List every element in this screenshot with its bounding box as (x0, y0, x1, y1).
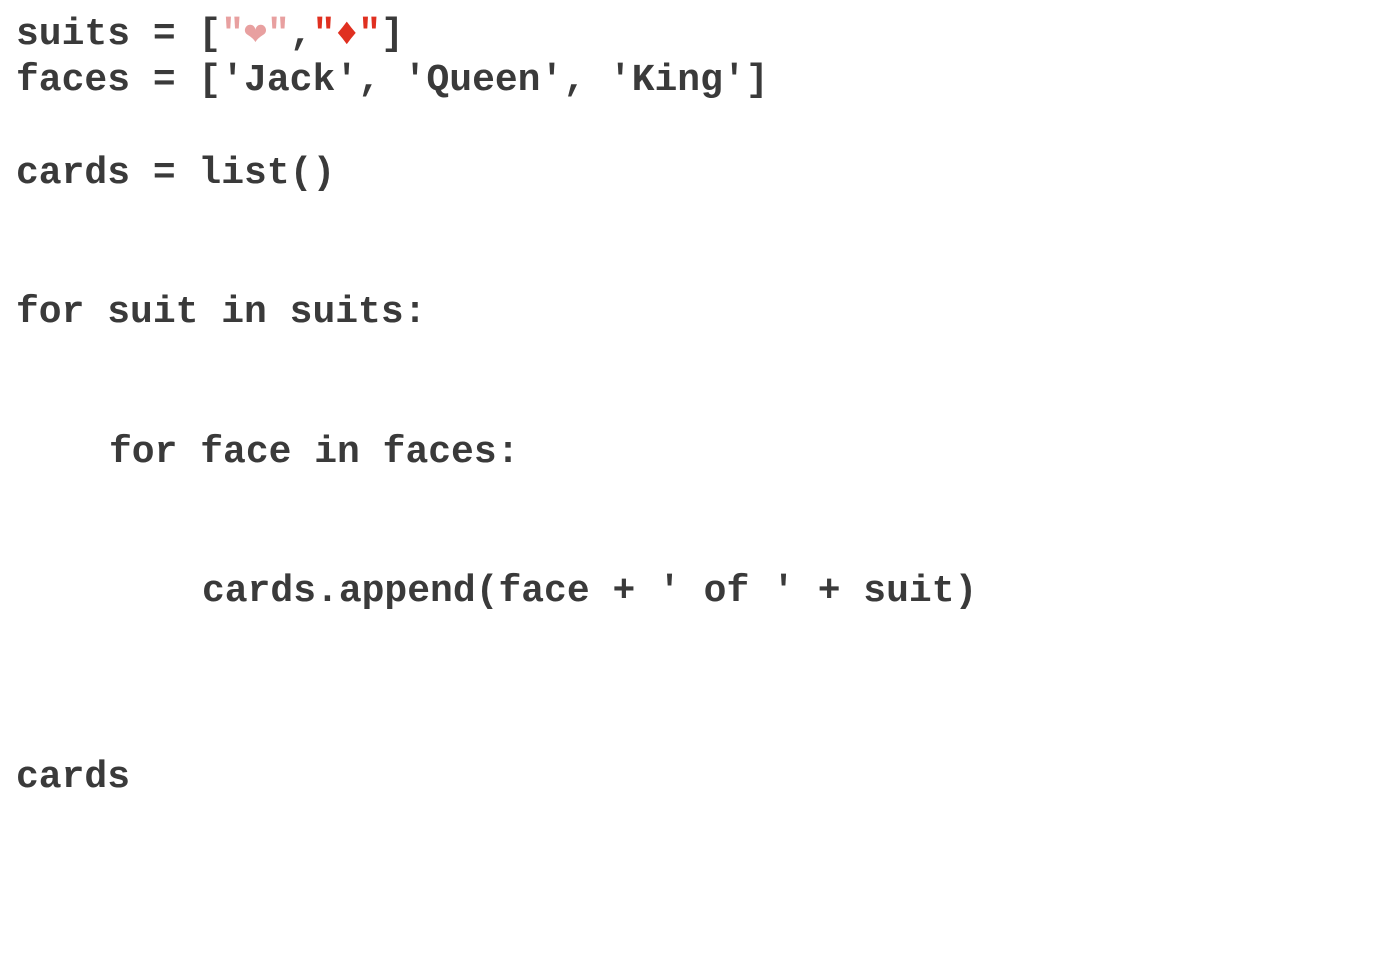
code-line-faces: faces = ['Jack', 'Queen', 'King'] (16, 59, 769, 102)
diamond-icon: ♦ (335, 13, 359, 56)
suits-assignment-prefix: suits = [ (16, 13, 222, 56)
diamond-close-quote: " (358, 13, 381, 56)
code-line-outer-loop: for suit in suits: (16, 291, 427, 334)
diamond-open-quote: " (312, 13, 336, 56)
code-line-append: cards.append(face + ' of ' + suit) (202, 570, 978, 613)
heart-icon: ❤ (244, 13, 267, 56)
code-line-cards-output: cards (16, 756, 131, 799)
suits-assignment-suffix: ] (381, 13, 404, 56)
suits-comma: , (289, 13, 313, 56)
code-line-suits: suits = ["❤","♦"] (16, 12, 404, 58)
heart-close-quote: " (266, 13, 290, 56)
code-line-cards-init: cards = list() (16, 152, 336, 195)
heart-open-quote: " (221, 13, 245, 56)
code-line-inner-loop: for face in faces: (109, 431, 520, 474)
